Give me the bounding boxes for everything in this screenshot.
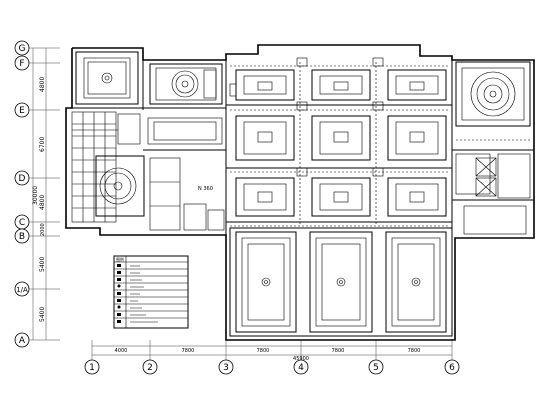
grid-bubble-A: A bbox=[14, 332, 30, 348]
grid-bubble-6: 6 bbox=[444, 359, 460, 375]
room-round-ceiling-right bbox=[455, 61, 531, 127]
right-service-area bbox=[455, 153, 531, 235]
svg-text:45900: 45900 bbox=[293, 356, 309, 362]
svg-text:6700: 6700 bbox=[39, 137, 46, 152]
grid-bubble-E: E bbox=[14, 102, 30, 118]
svg-text:2: 2 bbox=[147, 363, 153, 373]
legend-table: 图例 bbox=[113, 255, 189, 329]
svg-text:7800: 7800 bbox=[257, 348, 270, 354]
grid-bubble-1A: 1/A bbox=[14, 281, 30, 297]
svg-text:D: D bbox=[19, 174, 26, 184]
svg-text:A: A bbox=[19, 336, 26, 346]
svg-text:2000: 2000 bbox=[40, 223, 46, 236]
grid-bubble-D: D bbox=[14, 170, 30, 186]
grid-bubble-3: 3 bbox=[218, 359, 234, 375]
svg-text:1: 1 bbox=[89, 363, 95, 373]
svg-text:4800: 4800 bbox=[39, 77, 46, 92]
corridor-tag: N 360 bbox=[198, 186, 213, 192]
svg-text:B: B bbox=[19, 232, 25, 242]
central-ceiling-panels bbox=[229, 57, 447, 217]
svg-text:E: E bbox=[19, 106, 25, 116]
svg-text:7800: 7800 bbox=[182, 348, 195, 354]
svg-text:5400: 5400 bbox=[39, 257, 46, 272]
room-top-left bbox=[75, 51, 139, 105]
svg-text:C: C bbox=[19, 218, 25, 228]
room-left-middle bbox=[71, 111, 223, 223]
grid-bubble-2: 2 bbox=[142, 359, 158, 375]
svg-text:5: 5 bbox=[373, 363, 379, 373]
svg-text:4: 4 bbox=[298, 363, 304, 373]
svg-text:4800: 4800 bbox=[39, 195, 46, 210]
room-round-ceiling-top bbox=[149, 63, 223, 105]
left-dimension-chain: 4800 6700 4800 2000 5400 5400 30000 bbox=[29, 47, 60, 341]
svg-text:30000: 30000 bbox=[32, 186, 39, 205]
svg-text:3: 3 bbox=[223, 363, 229, 373]
grid-bubble-4: 4 bbox=[293, 359, 309, 375]
svg-text:4000: 4000 bbox=[115, 348, 128, 354]
banquet-hall-panels bbox=[229, 227, 453, 337]
grid-bubble-F: F bbox=[14, 55, 30, 71]
grid-bubble-B: B bbox=[14, 228, 30, 244]
bottom-dimension-chain: 4000 7800 7800 7800 7800 45900 bbox=[91, 340, 453, 362]
electrical-wiring bbox=[230, 62, 530, 227]
grid-bubble-1: 1 bbox=[84, 359, 100, 375]
svg-text:7800: 7800 bbox=[408, 348, 421, 354]
grid-bubble-C: C bbox=[14, 214, 30, 230]
svg-text:1/A: 1/A bbox=[16, 286, 28, 294]
svg-text:6: 6 bbox=[449, 363, 455, 373]
svg-text:5400: 5400 bbox=[39, 307, 46, 322]
grid-bubble-5: 5 bbox=[368, 359, 384, 375]
legend-header: 图例 bbox=[116, 256, 124, 262]
svg-text:G: G bbox=[19, 44, 26, 54]
building-outline bbox=[65, 44, 535, 341]
grid-bubble-G: G bbox=[14, 40, 30, 56]
svg-text:F: F bbox=[19, 59, 24, 69]
svg-text:7800: 7800 bbox=[332, 348, 345, 354]
room-round-ceiling-left: N 360 bbox=[95, 155, 225, 231]
